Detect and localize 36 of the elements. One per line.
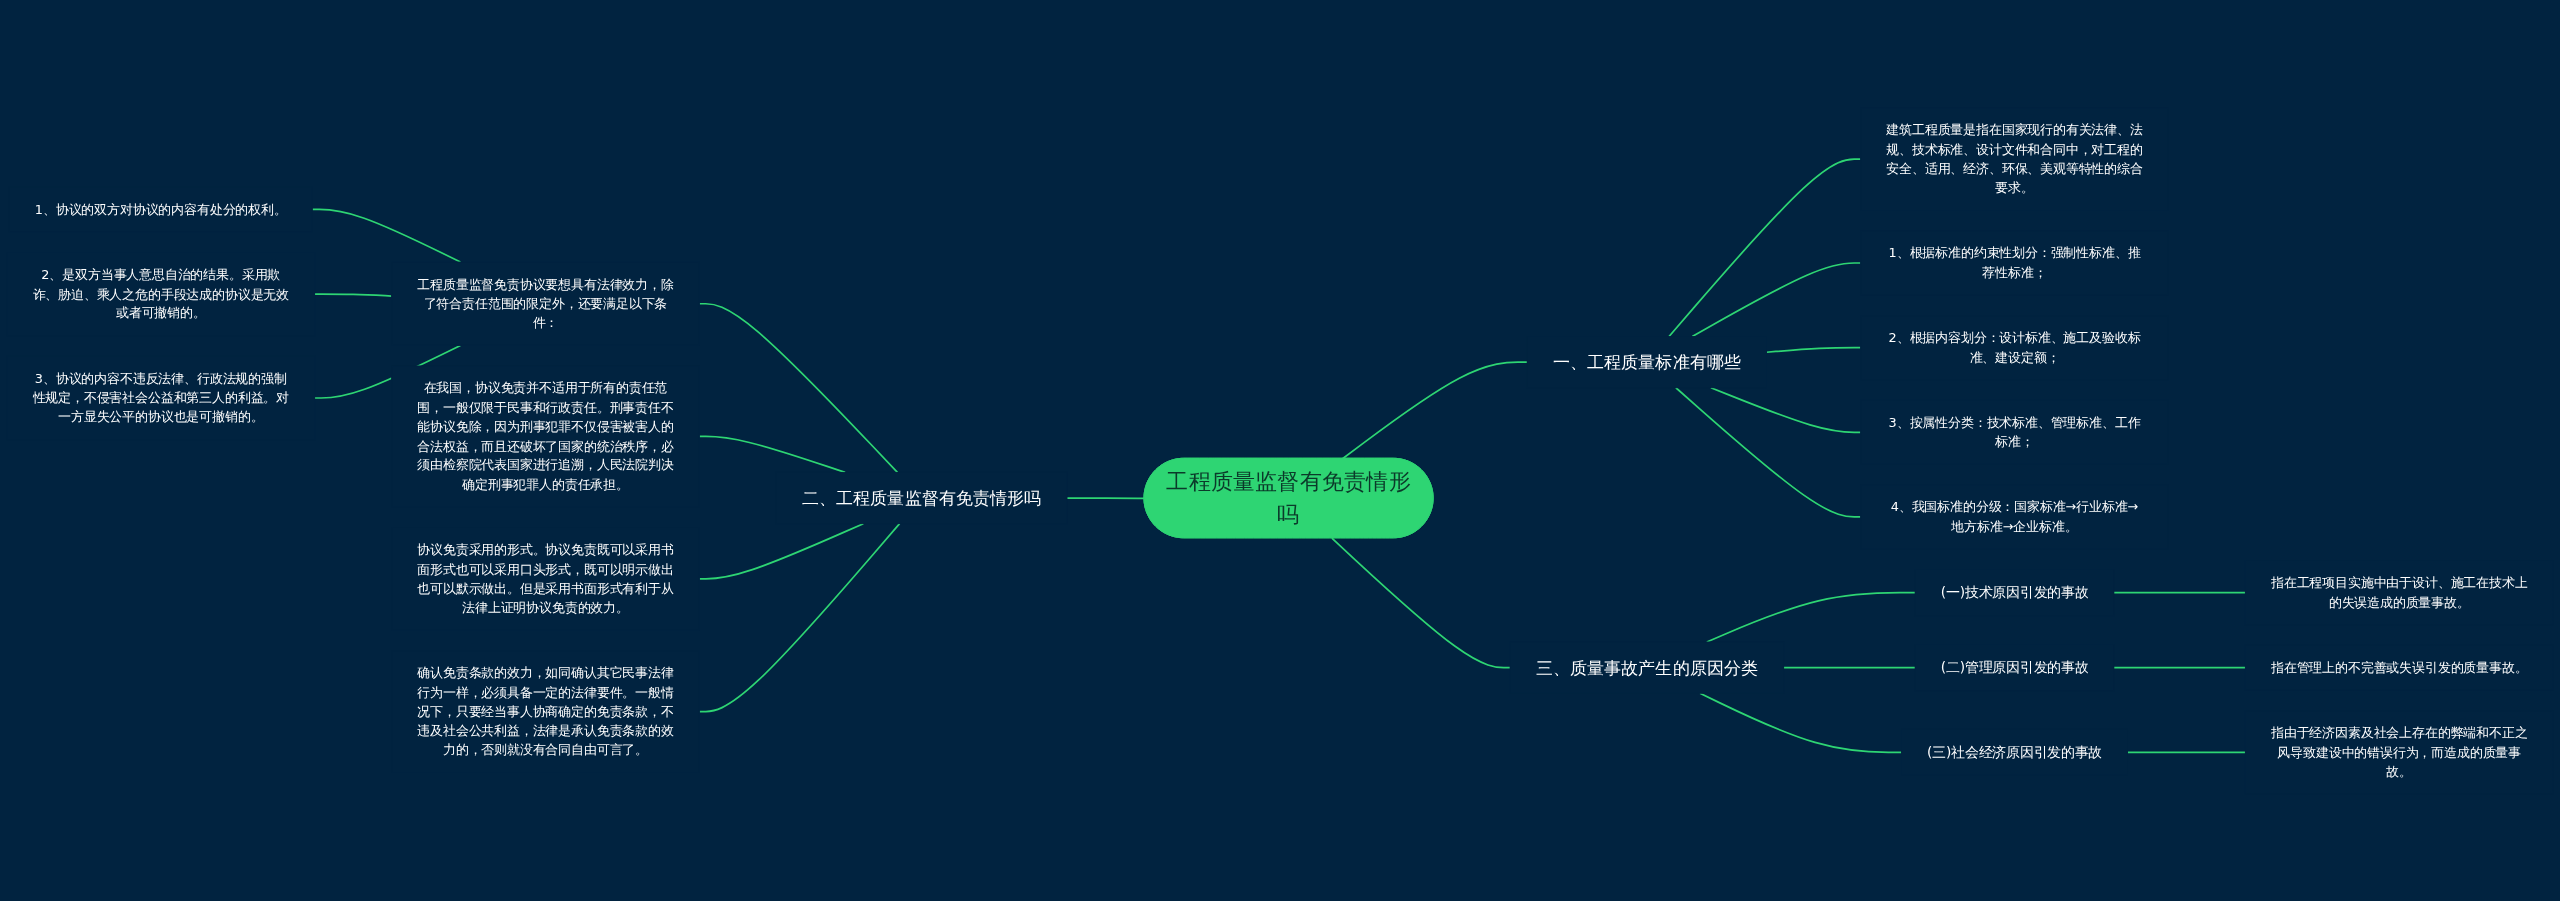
node-text: 建筑工程质量是指在国家现行的有关法律、法规、技术标准、设计文件和合同中，对工程的安全、适用、经济、环保、美观等特性的综合要求。 <box>1886 121 2143 196</box>
node-text: 协议免责采用的形式。协议免责既可以采用书面形式也可以采用口头形式，既可以明示做出也可以默示做出。但是采用书面形式有利于从法律上证明协议免责的效力。 <box>417 541 674 615</box>
connector <box>698 522 865 580</box>
node-text: 4、我国标准的分级：国家标准→行业标准→地方标准→企业标准。 <box>1890 499 2139 534</box>
connector <box>1699 692 1903 753</box>
node-text: 2、根据内容划分：设计标准、施工及验收标准、建设定额； <box>1888 329 2141 365</box>
connector <box>1782 666 1916 669</box>
node-text: 指在工程项目实施中由于设计、施工在技术上的失误造成的质量事故。 <box>2271 574 2528 610</box>
node-text: 3、按属性分类：技术标准、管理标准、工作标准； <box>1888 414 2141 449</box>
node-text: 2、是双方当事人意思自治的结果。采用欺诈、胁迫、乘人之危的手段达成的协议是无效或者可撤销的。 <box>32 266 289 321</box>
connector <box>1765 346 1862 353</box>
node-text: 1、根据标准的约束性划分：强制性标准、推荐性标准； <box>1888 245 2141 280</box>
node-text: 三、质量事故产生的原因分类 <box>1535 656 1759 678</box>
connector <box>2126 751 2247 753</box>
connector <box>1675 386 1862 518</box>
node-text: 指由于经济因素及社会上存在的弊端和不正之风导致建设中的错误行为，而造成的质量事故。 <box>2271 724 2528 779</box>
node-text: 1、协议的双方对协议的内容有处分的权利。 <box>34 201 287 217</box>
node-text: 工程质量监督免责协议要想具有法律效力，除了符合责任范围的限定外，还要满足以下条件： <box>417 276 674 331</box>
connector <box>698 522 901 712</box>
connector <box>1331 536 1511 669</box>
node-text: 3、协议的内容不违反法律、行政法规的强制性规定，不侵害社会公益和第三人的利益。对一方显失公平的协议也是可撤销的。 <box>32 370 289 425</box>
node-text: (一)技术原因引发的事故 <box>1940 583 2089 600</box>
node-text: 二、工程质量监督有免责情形吗 <box>801 487 1042 508</box>
connector <box>2113 591 2247 594</box>
connector <box>1691 261 1862 337</box>
node-text: (三)社会经济原因引发的事故 <box>1927 743 2102 760</box>
connector <box>1710 386 1862 433</box>
connector <box>2113 666 2247 669</box>
connector <box>1668 157 1862 337</box>
node-text: 在我国，协议免责并不适用于所有的责任范围，一般仅限于民事和行政责任。刑事责任不能协议免除，因为刑事犯罪不仅侵害被害人的合法权益，而且还破坏了国家的统治秩序，必须由检察院代表国家进行追溯，人民法院判决确定刑事犯罪人的责任承担。 <box>417 380 674 492</box>
node-text: 确认免责条款的效力，如同确认其它民事法律行为一样，必须具备一定的法律要件。一般情况下，只要经当事人协商确定的免责条款，不违及社会公共利益，法律是承认免责条款的效力的，否则就没有合同自由可言了。 <box>417 664 674 758</box>
node-text: 一、工程质量标准有哪些 <box>1552 351 1741 372</box>
connector <box>698 302 899 473</box>
connector <box>313 292 393 297</box>
node-text: (二)管理原因引发的事故 <box>1940 658 2089 675</box>
node-text: 指在管理上的不完善或失误引发的质量事故。 <box>2271 659 2528 675</box>
